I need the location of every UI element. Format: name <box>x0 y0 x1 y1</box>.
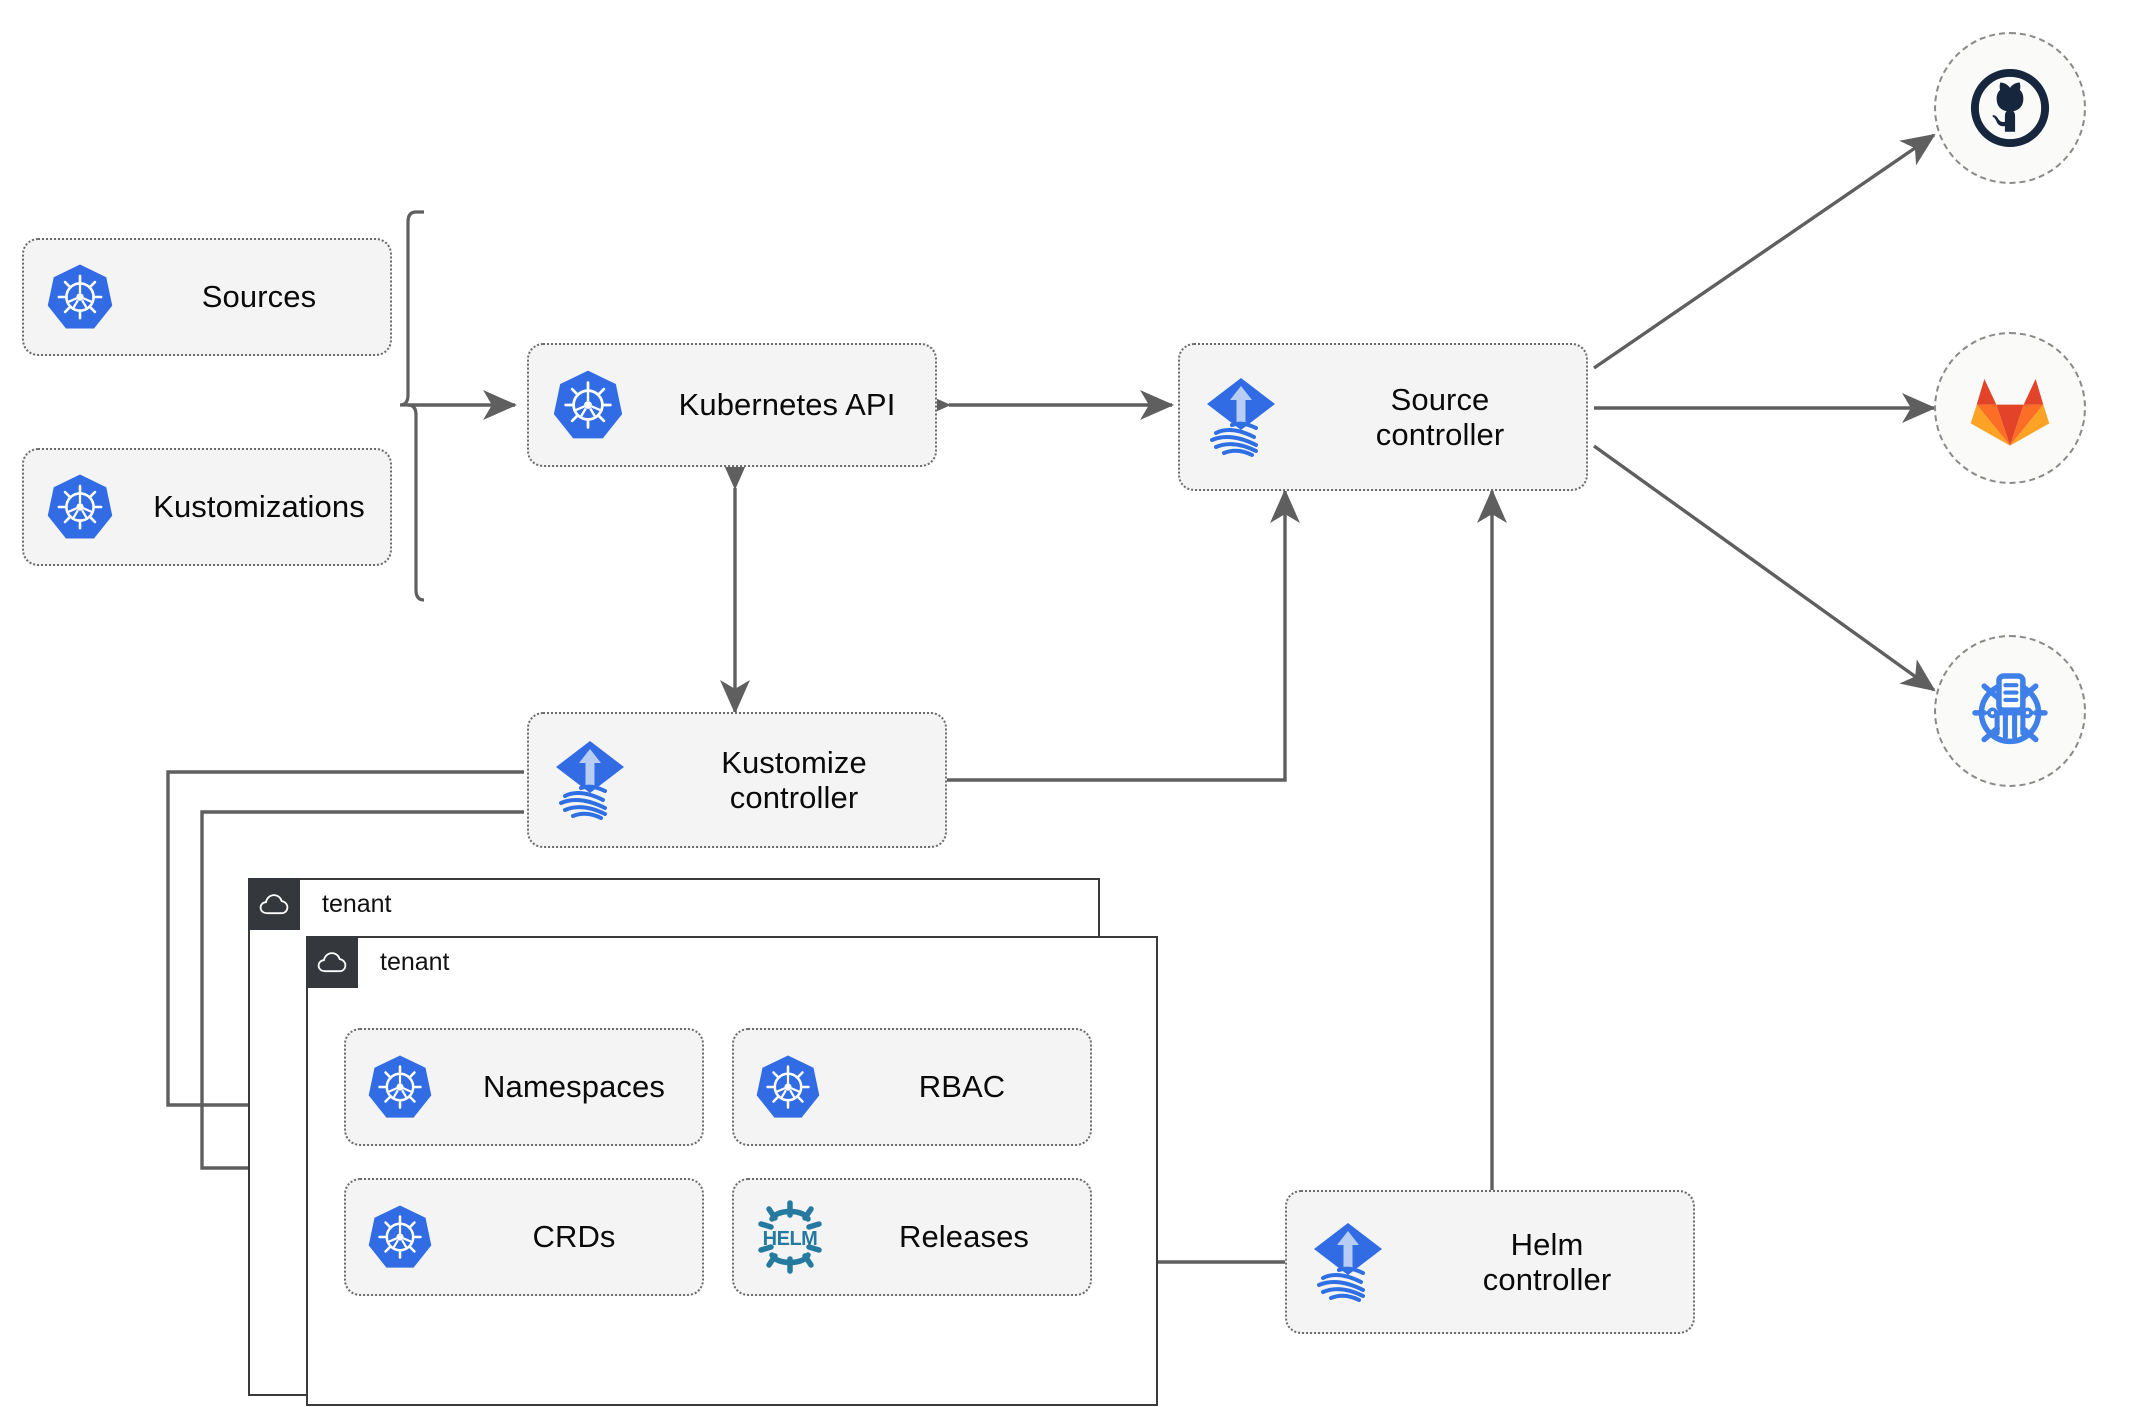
provider-helm-repository[interactable] <box>1934 635 2086 787</box>
node-kustomizations-label: Kustomizations <box>153 489 365 525</box>
node-source-controller-label: Source controller <box>1302 382 1586 453</box>
tenant-inner-label: tenant <box>380 947 450 976</box>
kubernetes-icon <box>529 369 647 441</box>
svg-text:HELM: HELM <box>763 1228 818 1250</box>
edge-kustomize-tenant-outer <box>166 770 524 1120</box>
flux-icon <box>1180 375 1302 459</box>
node-rbac[interactable]: RBAC <box>732 1028 1092 1146</box>
tenant-inner-container <box>306 936 1158 1406</box>
node-kubernetes-api-label: Kubernetes API <box>678 387 896 423</box>
kubernetes-icon <box>734 1054 842 1120</box>
flux-icon <box>529 738 651 822</box>
tenant-inner-header: tenant <box>306 936 450 988</box>
node-namespaces[interactable]: Namespaces <box>344 1028 704 1146</box>
node-kustomize-controller-label: Kustomize controller <box>651 745 945 816</box>
flux-icon <box>1287 1220 1409 1304</box>
node-releases[interactable]: HELM Releases <box>732 1178 1092 1296</box>
node-helm-controller[interactable]: Helm controller <box>1285 1190 1695 1334</box>
kubernetes-icon <box>24 263 136 331</box>
kustomize-controller-line1: Kustomize <box>721 744 867 780</box>
kubernetes-icon <box>346 1204 454 1270</box>
node-sources[interactable]: Sources <box>22 238 392 356</box>
kubernetes-icon <box>24 473 136 541</box>
source-controller-line2: controller <box>1375 417 1505 452</box>
source-controller-line1: Source <box>1390 381 1490 417</box>
edge-source-github <box>1593 133 1936 370</box>
node-kustomizations[interactable]: Kustomizations <box>22 448 392 566</box>
node-rbac-label: RBAC <box>918 1069 1006 1105</box>
gitlab-icon <box>1970 378 2050 446</box>
node-crds[interactable]: CRDs <box>344 1178 704 1296</box>
edge-sources-bracket <box>399 210 425 602</box>
cloud-icon <box>306 936 358 988</box>
github-icon <box>1970 68 2050 148</box>
provider-github[interactable] <box>1934 32 2086 184</box>
helm-controller-line2: controller <box>1482 1262 1612 1297</box>
node-sources-label: Sources <box>201 279 317 315</box>
node-releases-label: Releases <box>898 1219 1030 1255</box>
provider-gitlab[interactable] <box>1934 332 2086 484</box>
node-kustomize-controller[interactable]: Kustomize controller <box>527 712 947 848</box>
helm-repository-icon <box>1972 673 2048 745</box>
node-source-controller[interactable]: Source controller <box>1178 343 1588 491</box>
edge-kustomize-source <box>946 488 1300 782</box>
node-kubernetes-api[interactable]: Kubernetes API <box>527 343 937 467</box>
helm-icon: HELM <box>734 1197 846 1277</box>
tenant-outer-header: tenant <box>248 878 392 930</box>
node-helm-controller-label: Helm controller <box>1409 1227 1693 1298</box>
node-namespaces-label: Namespaces <box>483 1069 665 1105</box>
tenant-outer-label: tenant <box>322 889 392 918</box>
edge-source-helmrepo <box>1593 444 1936 692</box>
kustomize-controller-line2: controller <box>729 780 859 815</box>
node-crds-label: CRDs <box>532 1219 616 1255</box>
helm-controller-line1: Helm <box>1510 1226 1584 1262</box>
cloud-icon <box>248 878 300 930</box>
kubernetes-icon <box>346 1054 454 1120</box>
